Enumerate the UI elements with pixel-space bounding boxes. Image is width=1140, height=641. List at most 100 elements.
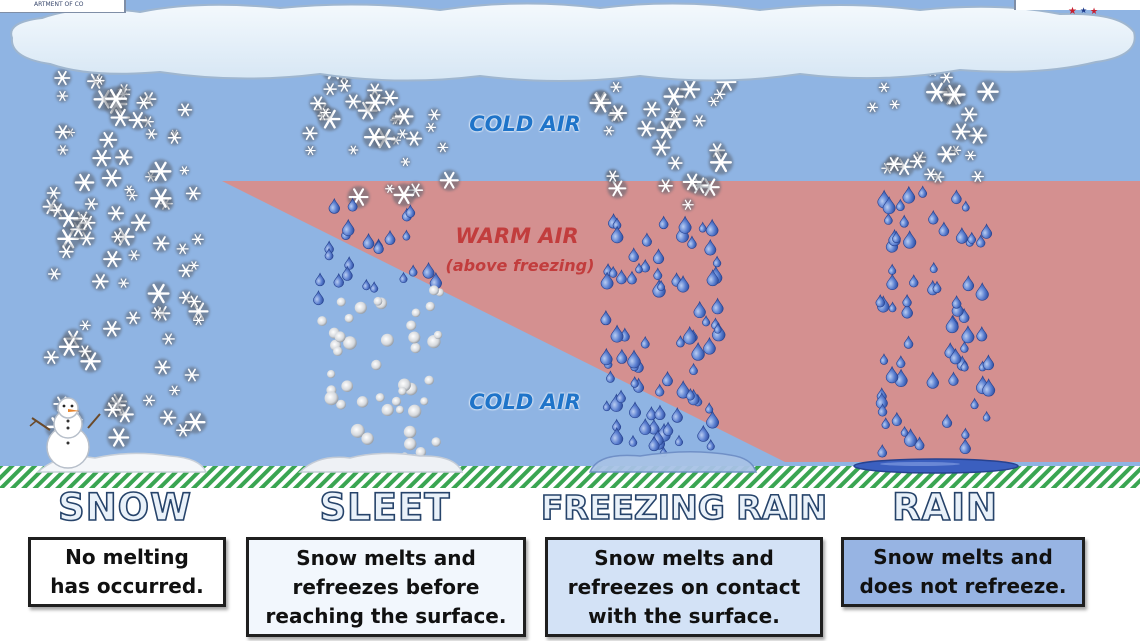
snowflake-icon <box>950 121 972 142</box>
raindrop-icon <box>962 275 975 292</box>
raindrop-icon <box>662 421 674 436</box>
sleet-pellet-icon <box>344 313 354 323</box>
raindrop-icon <box>877 443 888 458</box>
sleet-pellet-icon <box>317 316 328 326</box>
snowflake-icon <box>405 129 423 148</box>
snowflake-icon <box>166 130 183 146</box>
raindrop-icon <box>712 255 722 268</box>
raindrop-icon <box>685 387 695 401</box>
raindrop-icon <box>627 349 641 369</box>
raindrop-icon <box>600 309 612 326</box>
raindrop-icon <box>610 225 624 244</box>
raindrop-icon <box>929 261 938 274</box>
raindrop-icon <box>313 290 324 306</box>
snowflake-icon <box>301 124 319 142</box>
raindrop-icon <box>408 264 418 277</box>
snowflake-icon <box>708 150 734 175</box>
snowflake-icon <box>362 125 387 149</box>
warm-air-label: WARM AIR <box>455 224 579 248</box>
raindrop-icon <box>891 411 902 427</box>
svg-text:★: ★ <box>1090 7 1098 15</box>
raindrop-icon <box>362 232 375 250</box>
snowflake-icon <box>102 248 123 270</box>
snowflake-icon <box>662 85 685 108</box>
raindrop-icon <box>960 340 969 353</box>
sleet-pellet-icon <box>403 425 417 439</box>
snowflake-icon <box>152 234 171 253</box>
snowflake-icon <box>91 147 113 169</box>
snowflake-icon <box>114 147 134 168</box>
snowflake-icon <box>53 68 72 88</box>
raindrop-icon <box>702 314 711 327</box>
snowflake-icon <box>58 243 75 260</box>
snow-description: No melting has occurred. <box>28 537 226 607</box>
raindrop-icon <box>885 365 899 384</box>
raindrop-icon <box>639 417 652 435</box>
snowman-icon <box>29 397 101 469</box>
raindrop-icon <box>875 294 885 308</box>
sleet-pellet-icon <box>433 330 443 340</box>
raindrop-icon <box>648 435 660 452</box>
raindrop-icon <box>698 221 707 233</box>
snowflake-icon <box>109 106 132 129</box>
snowflake-icon <box>609 80 623 94</box>
snowflake-icon <box>94 74 106 86</box>
raindrop-icon <box>616 348 628 364</box>
sleet-pellet-icon <box>381 403 394 417</box>
raindrop-icon <box>892 230 901 244</box>
snowflake-icon <box>681 171 703 193</box>
snowflake-icon <box>336 78 352 94</box>
raindrop-icon <box>616 269 627 285</box>
raindrop-icon <box>689 362 698 376</box>
raindrop-icon <box>610 324 624 343</box>
flag-emblem: ★ ★ ★ <box>1014 0 1140 17</box>
raindrop-icon <box>600 271 614 290</box>
snowflake-icon <box>117 277 130 289</box>
raindrop-icon <box>981 223 993 239</box>
snowflake-icon <box>384 183 395 194</box>
sleet-pellet-icon <box>324 391 339 406</box>
ice-glaze <box>588 451 757 473</box>
snowflake-icon <box>438 169 460 191</box>
raindrop-icon <box>657 279 666 291</box>
raindrop-icon <box>706 438 715 451</box>
cold-air-top-label: COLD AIR <box>469 112 581 136</box>
snowflake-icon <box>188 260 200 271</box>
snowflake-icon <box>54 123 72 141</box>
snowflake-icon <box>107 425 131 450</box>
raindrop-icon <box>628 401 642 419</box>
snowflake-icon <box>392 183 416 207</box>
raindrop-icon <box>914 436 925 451</box>
snowflake-icon <box>73 171 96 194</box>
raindrop-icon <box>949 347 962 365</box>
snowflake-icon <box>84 196 99 212</box>
raindrop-icon <box>653 267 663 281</box>
raindrop-icon <box>895 198 905 212</box>
snowflake-icon <box>103 400 122 420</box>
raindrop-icon <box>901 302 913 319</box>
sleet-pellet-icon <box>424 375 434 386</box>
raindrop-icon <box>422 261 435 279</box>
raindrop-icon <box>676 335 685 348</box>
snowflake-icon <box>651 137 672 158</box>
raindrop-icon <box>662 370 673 387</box>
raindrop-icon <box>608 265 618 278</box>
raindrop-icon <box>706 410 720 429</box>
snowflake-icon <box>603 124 615 137</box>
sleet-pellet-icon <box>336 399 346 410</box>
raindrop-icon <box>711 297 724 315</box>
snowflake-icon <box>161 331 176 347</box>
raindrop-icon <box>640 335 650 349</box>
sleet-pellet-icon <box>431 437 441 447</box>
sleet-pellet-icon <box>398 387 407 396</box>
sleet-pellet-icon <box>334 331 346 343</box>
sleet-pellet-icon <box>415 446 427 458</box>
snowflake-icon <box>939 70 954 85</box>
raindrop-icon <box>628 434 638 447</box>
raindrop-icon <box>610 427 624 446</box>
raindrop-icon <box>362 278 371 291</box>
raindrop-icon <box>616 389 626 404</box>
snowflake-icon <box>347 144 359 156</box>
sleet-pellet-icon <box>411 308 421 318</box>
raindrop-icon <box>961 325 975 344</box>
